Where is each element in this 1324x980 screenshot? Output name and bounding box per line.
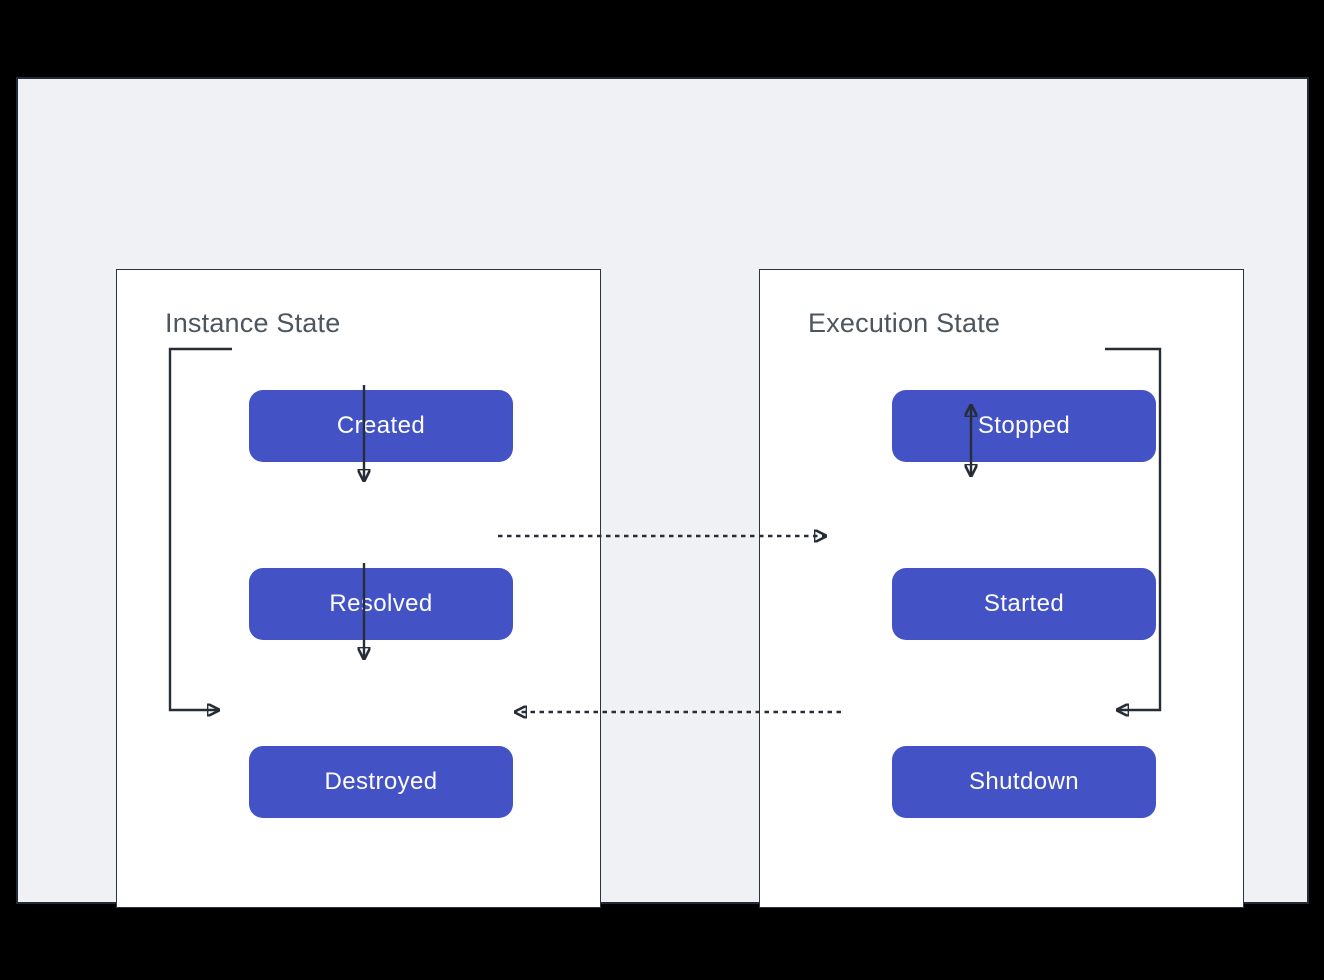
node-resolved: Resolved: [249, 568, 513, 640]
panel-title-instance-state: Instance State: [165, 308, 341, 338]
diagram-canvas: Instance State Created Resolved Destroye…: [16, 77, 1309, 908]
panel-execution-state: Execution State Stopped Started Shutdown: [759, 269, 1244, 908]
node-created: Created: [249, 390, 513, 462]
panel-title-execution-state: Execution State: [808, 308, 1001, 338]
panel-instance-state: Instance State Created Resolved Destroye…: [116, 269, 601, 908]
node-stopped: Stopped: [892, 390, 1156, 462]
node-destroyed: Destroyed: [249, 746, 513, 818]
node-started: Started: [892, 568, 1156, 640]
node-shutdown: Shutdown: [892, 746, 1156, 818]
